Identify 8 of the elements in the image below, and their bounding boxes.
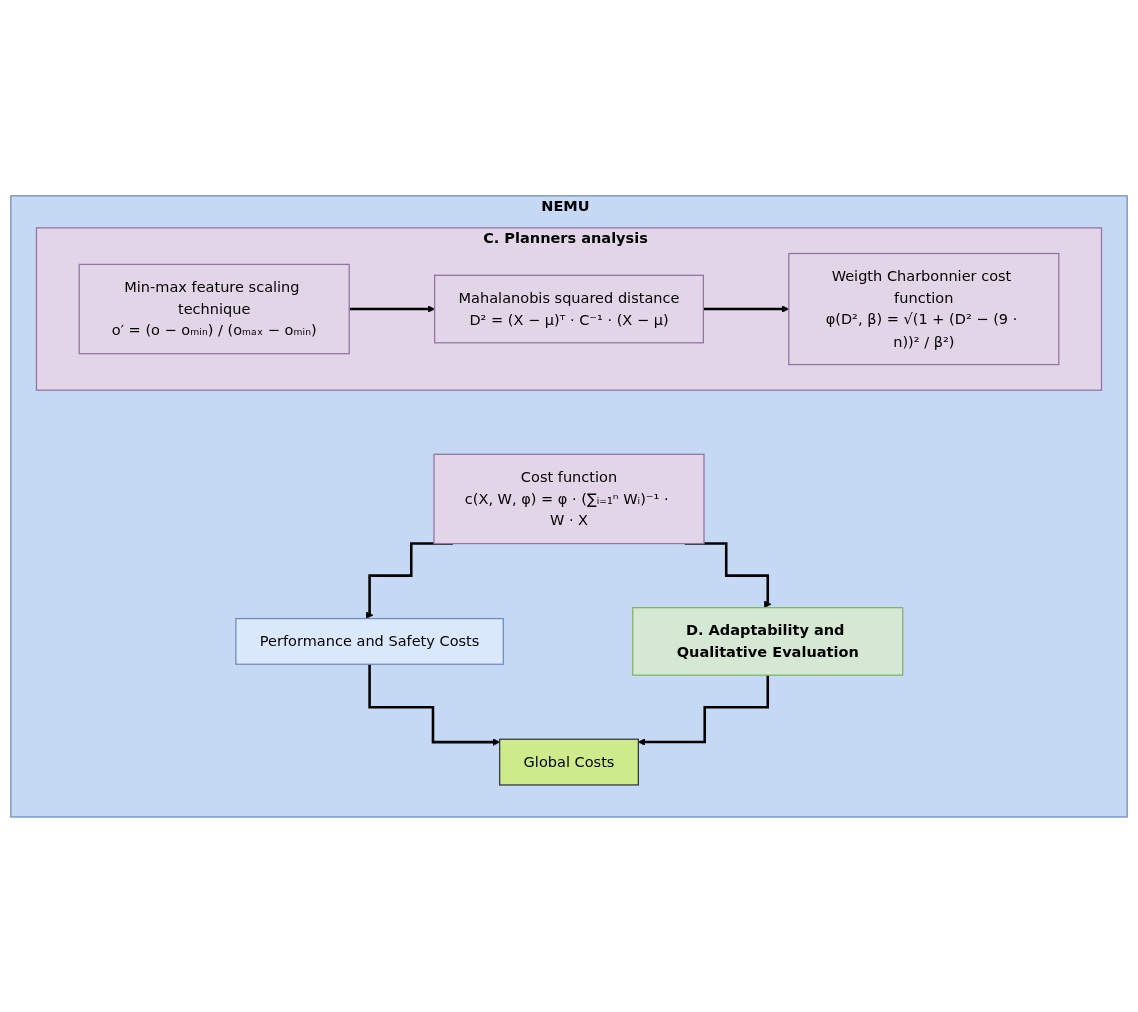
node-box: Min-max feature scaling technique o′ = (o − oₘᵢₙ) / (oₘₐₓ − oₘᵢₙ) (78, 263, 350, 354)
node-box: Global Costs (499, 738, 639, 786)
arrow (349, 304, 435, 313)
node-box: Mahalanobis squared distance D² = (X − μ)ᵀ · C⁻¹ · (X − μ) (434, 274, 704, 343)
node-box: Cost function c(X, W, φ) = φ · (∑ᵢ₌₁ⁿ Wᵢ)⁻¹ · W · X (433, 453, 705, 544)
node-box: D. Adaptability and Qualitative Evaluation (632, 606, 904, 676)
node-box: Performance and Safety Costs (235, 617, 504, 665)
node-box: Weigth Charbonnier cost function φ(D², β) = √(1 + (D² − (9 · n))² / β²) (788, 252, 1060, 365)
